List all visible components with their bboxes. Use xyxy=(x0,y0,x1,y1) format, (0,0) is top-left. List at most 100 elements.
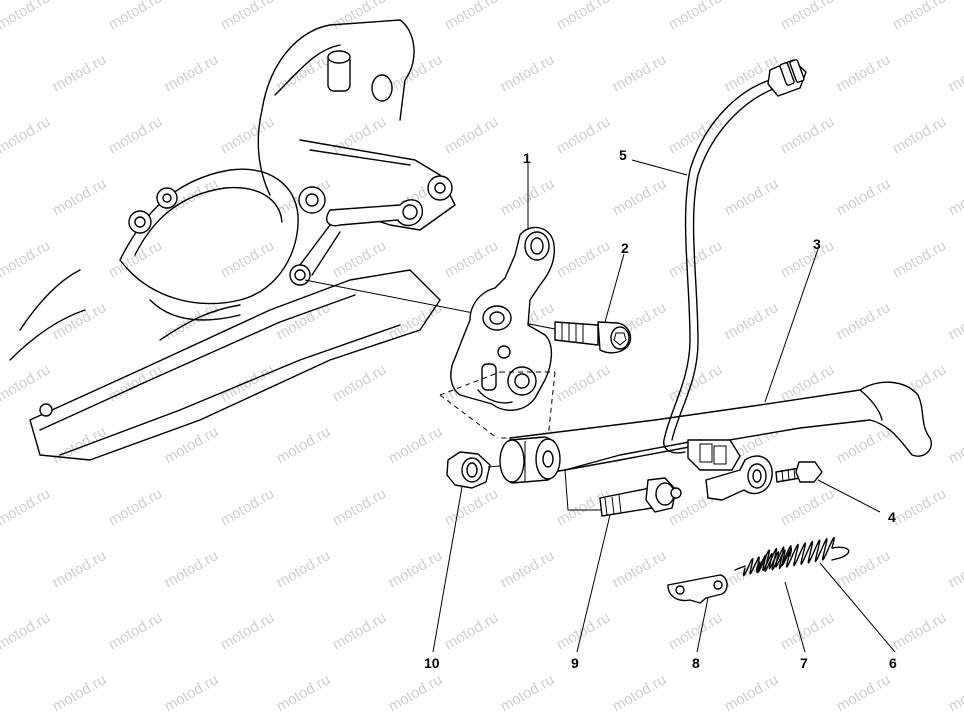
part-9-pivot-bolt xyxy=(599,477,682,517)
watermark-text: motod.ru xyxy=(0,113,53,157)
linkage-arm xyxy=(299,175,453,276)
watermark-text: motod.ru xyxy=(834,423,894,467)
watermark-text: motod.ru xyxy=(442,113,502,157)
watermark-text: motod.ru xyxy=(218,485,278,529)
watermark-text: motod.ru xyxy=(330,361,390,405)
watermark-text: motod.ru xyxy=(946,299,964,343)
part-2-bolt xyxy=(554,321,632,354)
bushing xyxy=(499,436,561,484)
axis-line-nut xyxy=(487,465,501,468)
watermark-text: motod.ru xyxy=(442,485,502,529)
watermark-text: motod.ru xyxy=(498,51,558,95)
watermark-text: motod.ru xyxy=(106,113,166,157)
watermark-text: motod.ru xyxy=(218,609,278,653)
watermark-text: motod.ru xyxy=(554,0,614,33)
watermark-text: motod.ru xyxy=(498,671,558,715)
part-5-sensor-harness xyxy=(663,59,807,471)
part-6-spring xyxy=(757,536,850,574)
watermark-text: motod.ru xyxy=(442,0,502,33)
callout-4: 4 xyxy=(888,509,896,525)
watermark-text: motod.ru xyxy=(442,609,502,653)
callout-8: 8 xyxy=(692,655,700,671)
watermark-text: motod.ru xyxy=(834,547,894,591)
watermark-text: motod.ru xyxy=(890,609,950,653)
watermark-text: motod.ru xyxy=(330,485,390,529)
watermark-text: motod.ru xyxy=(610,175,670,219)
part-8-plate xyxy=(667,574,728,604)
watermark-text: motod.ru xyxy=(722,671,782,715)
axis-line-pivot xyxy=(564,469,605,511)
watermark-text: motod.ru xyxy=(0,237,53,281)
watermark-text: motod.ru xyxy=(0,485,53,529)
watermark-text: motod.ru xyxy=(162,547,222,591)
watermark-text: motod.ru xyxy=(106,361,166,405)
watermark-text: motod.ru xyxy=(834,175,894,219)
callout-10: 10 xyxy=(424,655,440,671)
watermark-text: motod.ru xyxy=(610,547,670,591)
callout-7: 7 xyxy=(800,655,808,671)
watermark-text: motod.ru xyxy=(330,0,390,33)
watermark-text: motod.ru xyxy=(778,485,838,529)
watermark-text: motod.ru xyxy=(890,0,950,33)
watermark-text: motod.ru xyxy=(946,547,964,591)
watermark-text: motod.ru xyxy=(778,609,838,653)
callout-2: 2 xyxy=(621,240,629,256)
watermark-text: motod.ru xyxy=(610,51,670,95)
watermark-text: motod.ru xyxy=(0,609,53,653)
watermark-text: motod.ru xyxy=(666,609,726,653)
watermark-text: motod.ru xyxy=(890,237,950,281)
watermark-text: motod.ru xyxy=(218,0,278,33)
watermark-text: motod.ru xyxy=(778,237,838,281)
watermark-text: motod.ru xyxy=(890,113,950,157)
leader-lines xyxy=(432,159,896,653)
part-3-side-stand xyxy=(509,381,932,472)
watermark-text: motod.ru xyxy=(554,113,614,157)
watermark-text: motod.ru xyxy=(946,671,964,715)
watermark-text: motod.ru xyxy=(162,423,222,467)
engine-mounting-bolts xyxy=(128,50,393,286)
watermark-text: motod.ru xyxy=(890,485,950,529)
part-4-screw xyxy=(775,461,823,483)
callout-6: 6 xyxy=(889,655,897,671)
watermark-text: motod.ru xyxy=(50,547,110,591)
watermark-text: motod.ru xyxy=(498,547,558,591)
watermark-text: motod.ru xyxy=(218,237,278,281)
callout-9: 9 xyxy=(571,655,579,671)
watermark-text: motod.ru xyxy=(666,0,726,33)
callout-labels: 1 2 3 4 5 6 7 8 9 10 xyxy=(424,147,897,671)
watermark-text: motod.ru xyxy=(386,671,446,715)
watermark-text: motod.ru xyxy=(610,671,670,715)
watermark-text: motod.ru xyxy=(50,671,110,715)
part-1-mounting-bracket xyxy=(450,226,555,411)
watermark-text: motod.ru xyxy=(106,0,166,33)
watermark-text: motod.ru xyxy=(498,175,558,219)
watermark-text: motod.ru xyxy=(50,175,110,219)
watermark-text: motod.ru xyxy=(778,0,838,33)
watermark-text: motod.ru xyxy=(778,113,838,157)
watermark-text: motod.ru xyxy=(386,547,446,591)
watermark-text: motod.ru xyxy=(162,51,222,95)
callout-3: 3 xyxy=(813,236,821,252)
watermark-text: motod.ru xyxy=(274,547,334,591)
switch-plate xyxy=(705,455,773,501)
watermark-text: motod.ru xyxy=(106,485,166,529)
watermark-text: motod.ru xyxy=(722,299,782,343)
watermark-text: motod.ru xyxy=(50,423,110,467)
watermark-text: motod.ru xyxy=(946,175,964,219)
watermark-text: motod.ru xyxy=(722,175,782,219)
watermark-text: motod.ru xyxy=(274,423,334,467)
watermark-text: motod.ru xyxy=(834,51,894,95)
watermark-text: motod.ru xyxy=(106,237,166,281)
watermark-text: motod.ru xyxy=(274,671,334,715)
watermark-text: motod.ru xyxy=(554,237,614,281)
watermark-text: motod.ru xyxy=(50,51,110,95)
watermark-text: motod.ru xyxy=(554,609,614,653)
watermark-text: motod.ru xyxy=(0,361,53,405)
callout-5: 5 xyxy=(619,147,627,163)
watermark-text: motod.ru xyxy=(442,237,502,281)
watermark-text: motod.ru xyxy=(162,671,222,715)
callout-1: 1 xyxy=(523,150,531,166)
watermark-text: motod.ru xyxy=(834,671,894,715)
watermark-text: motod.ru xyxy=(0,0,53,33)
